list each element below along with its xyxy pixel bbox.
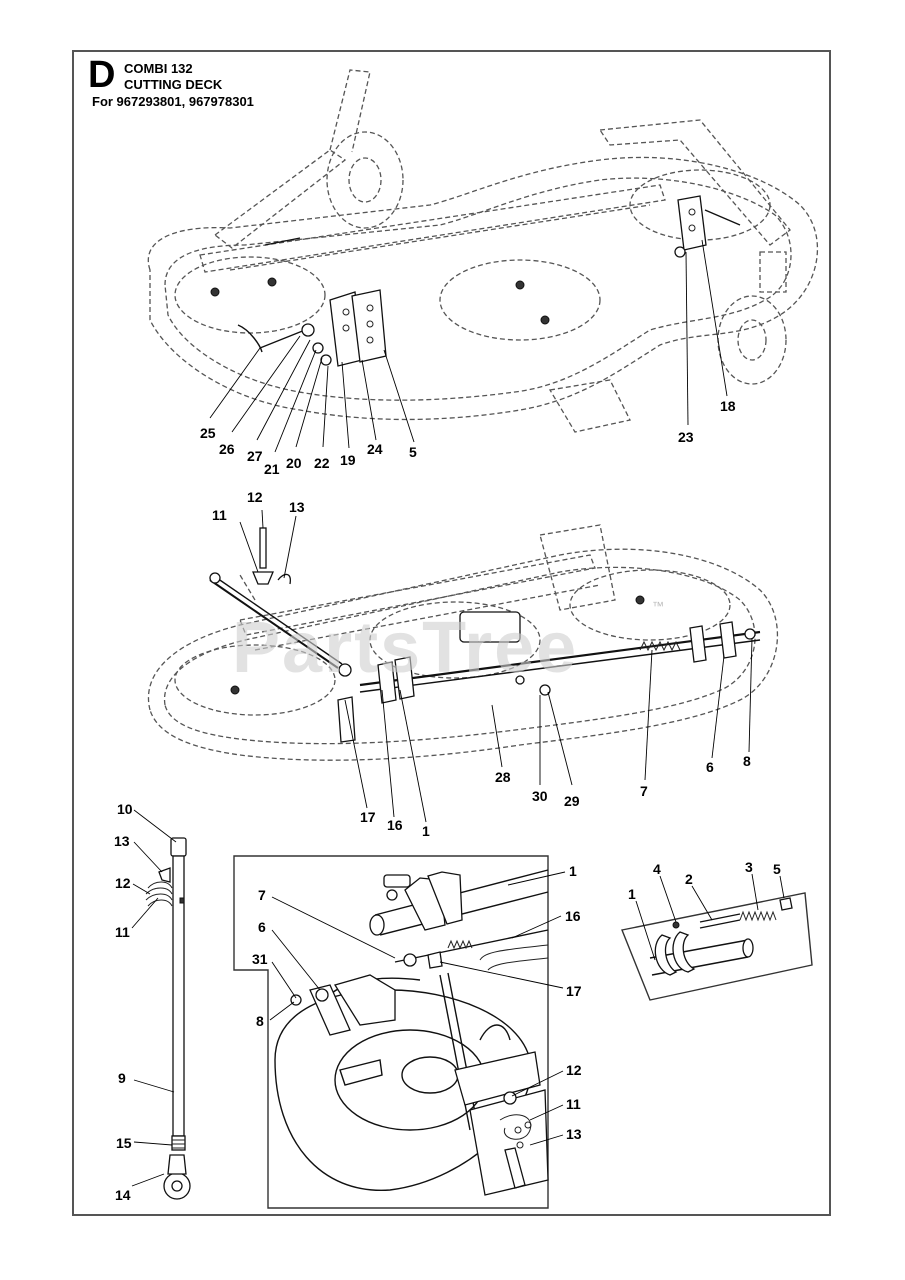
callout-4: 4 [653, 861, 661, 877]
top-leaders [209, 239, 728, 453]
callout-7: 7 [258, 887, 266, 903]
callout-16: 16 [387, 817, 403, 833]
section-letter: D [88, 54, 116, 96]
callout-1: 1 [422, 823, 430, 839]
callout-25: 25 [200, 425, 216, 441]
callout-13: 13 [289, 499, 305, 515]
callout-9: 9 [118, 1070, 126, 1086]
callout-29: 29 [564, 793, 580, 809]
callout-6: 6 [258, 919, 266, 935]
callout-8: 8 [743, 753, 751, 769]
section-title: CUTTING DECK [124, 77, 223, 92]
callout-13: 13 [566, 1126, 582, 1142]
svg-text:™: ™ [652, 599, 664, 613]
callout-27: 27 [247, 448, 263, 464]
callout-20: 20 [286, 455, 302, 471]
inset-center-leaders [269, 871, 566, 1146]
callout-2: 2 [685, 871, 693, 887]
callout-13: 13 [114, 833, 130, 849]
callout-28: 28 [495, 769, 511, 785]
callout-5: 5 [773, 861, 781, 877]
callout-18: 18 [720, 398, 736, 414]
callout-11: 11 [566, 1096, 581, 1112]
callout-17: 17 [360, 809, 376, 825]
callout-7: 7 [640, 783, 648, 799]
callout-31: 31 [252, 951, 268, 967]
detail-inset-right [621, 892, 813, 1001]
callout-1: 1 [569, 863, 577, 879]
callout-11: 11 [115, 924, 130, 940]
watermark: PartsTree ™ [232, 599, 664, 688]
callout-8: 8 [256, 1013, 264, 1029]
detail-inset-center [233, 855, 549, 1209]
top-deck-drawing [147, 69, 819, 433]
callout-12: 12 [115, 875, 131, 891]
callout-5: 5 [409, 444, 417, 460]
top-callout-labels: 25 26 27 21 20 22 19 24 5 23 18 [200, 398, 736, 477]
callout-14: 14 [115, 1187, 131, 1203]
callout-23: 23 [678, 429, 694, 445]
callout-26: 26 [219, 441, 235, 457]
middle-callout-labels: 12 11 13 17 16 1 28 30 29 7 6 8 [212, 489, 751, 839]
callout-6: 6 [706, 759, 714, 775]
rod-callout-labels: 10 13 12 11 9 15 14 [114, 801, 133, 1203]
diagram-border [72, 50, 831, 1216]
model-name: COMBI 132 [124, 61, 193, 76]
callout-17: 17 [566, 983, 582, 999]
callout-16: 16 [565, 908, 581, 924]
middle-leaders [239, 509, 753, 823]
callout-10: 10 [117, 801, 133, 817]
callout-12: 12 [566, 1062, 582, 1078]
callout-1: 1 [628, 886, 636, 902]
callout-30: 30 [532, 788, 548, 804]
rod-leaders [131, 809, 177, 1187]
svg-text:PartsTree: PartsTree [232, 608, 578, 688]
callout-21: 21 [264, 461, 280, 477]
callout-3: 3 [745, 859, 753, 875]
inset-right-leaders [635, 873, 785, 961]
callout-19: 19 [340, 452, 356, 468]
callout-11: 11 [212, 507, 227, 523]
inset-center-callout-labels: 1 7 16 6 31 17 8 12 11 13 [252, 863, 582, 1142]
applies-to: For 967293801, 967978301 [92, 94, 254, 109]
callout-12: 12 [247, 489, 263, 505]
callout-15: 15 [116, 1135, 132, 1151]
inset-right-callout-labels: 4 2 3 5 1 [628, 859, 781, 902]
callout-24: 24 [367, 441, 383, 457]
middle-deck-drawing [147, 524, 779, 761]
callout-22: 22 [314, 455, 330, 471]
